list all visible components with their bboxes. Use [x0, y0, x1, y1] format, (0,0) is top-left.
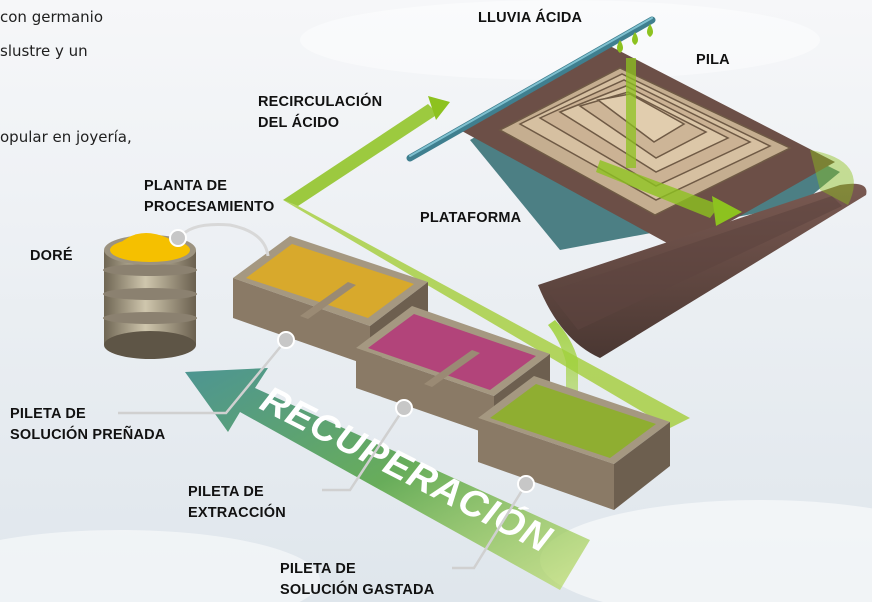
recovery-arrow: [185, 368, 590, 590]
tank-extraction: [356, 306, 550, 436]
label-pileta-prenada-line-1: PILETA DE: [10, 406, 86, 422]
cloud: [300, 0, 820, 80]
callout-line-gastada: [452, 483, 528, 570]
flow-arrowhead: [712, 196, 742, 226]
label-recirculacion: RECIRCULACIÓN DEL ÁCIDO: [258, 92, 382, 134]
dore-drum: [103, 232, 197, 359]
label-pileta-gastada-line-2: SOLUCIÓN GASTADA: [280, 582, 435, 598]
callout-line-planta: [178, 223, 270, 257]
return-green-band: [283, 200, 690, 428]
intro-line-1: con germanio: [0, 8, 104, 26]
callout-dot-gastada: [517, 475, 535, 493]
flow-arrow: [596, 160, 720, 218]
callout-dot-prenada: [277, 331, 295, 349]
acid-pipe: [406, 16, 656, 162]
label-pileta-extraccion-line-2: EXTRACCIÓN: [188, 505, 286, 521]
callout-dot-extraccion: [395, 399, 413, 417]
label-pileta-gastada: PILETA DE SOLUCIÓN GASTADA: [280, 559, 434, 601]
callout-line-extraccion: [322, 407, 406, 492]
recirculation-arrowhead: [428, 96, 450, 120]
acid-drop: [617, 40, 623, 53]
acid-drop: [632, 32, 638, 45]
heap-pile: [498, 67, 792, 216]
percolation-stream: [626, 58, 636, 168]
label-pileta-prenada: PILETA DE SOLUCIÓN PREÑADA: [10, 404, 165, 446]
label-pileta-gastada-line-1: PILETA DE: [280, 561, 356, 577]
cloud: [0, 530, 320, 602]
label-plataforma: PLATAFORMA: [420, 210, 522, 226]
label-planta-line-2: PROCESAMIENTO: [144, 199, 275, 215]
acid-pipe-highlight: [409, 17, 653, 157]
callout-line-prenada: [118, 339, 287, 415]
label-recirculacion-line-2: DEL ÁCIDO: [258, 115, 340, 131]
recirculation-arrow: [283, 104, 438, 206]
tank-spent-solution: [478, 376, 670, 510]
label-pileta-extraccion-line-1: PILETA DE: [188, 484, 264, 500]
label-dore: DORÉ: [30, 248, 73, 264]
callout-dot-dore: [169, 229, 187, 247]
label-recirculacion-line-1: RECIRCULACIÓN: [258, 94, 383, 110]
intro-line-2: slustre y un: [0, 42, 88, 60]
label-pila: PILA: [696, 52, 730, 68]
gutter-flow: [810, 150, 854, 205]
cloud: [540, 500, 872, 602]
label-lluvia-acida: LLUVIA ÁCIDA: [478, 10, 583, 26]
gutter-inner: [548, 196, 842, 330]
intro-line-3: opular en joyería,: [0, 128, 132, 146]
label-pileta-extraccion: PILETA DE EXTRACCIÓN: [188, 482, 286, 524]
label-planta-procesamiento: PLANTA DE PROCESAMIENTO: [144, 176, 274, 218]
acid-drop: [647, 24, 653, 37]
label-pileta-prenada-line-2: SOLUCIÓN PREÑADA: [10, 427, 166, 443]
label-planta-line-1: PLANTA DE: [144, 178, 228, 194]
